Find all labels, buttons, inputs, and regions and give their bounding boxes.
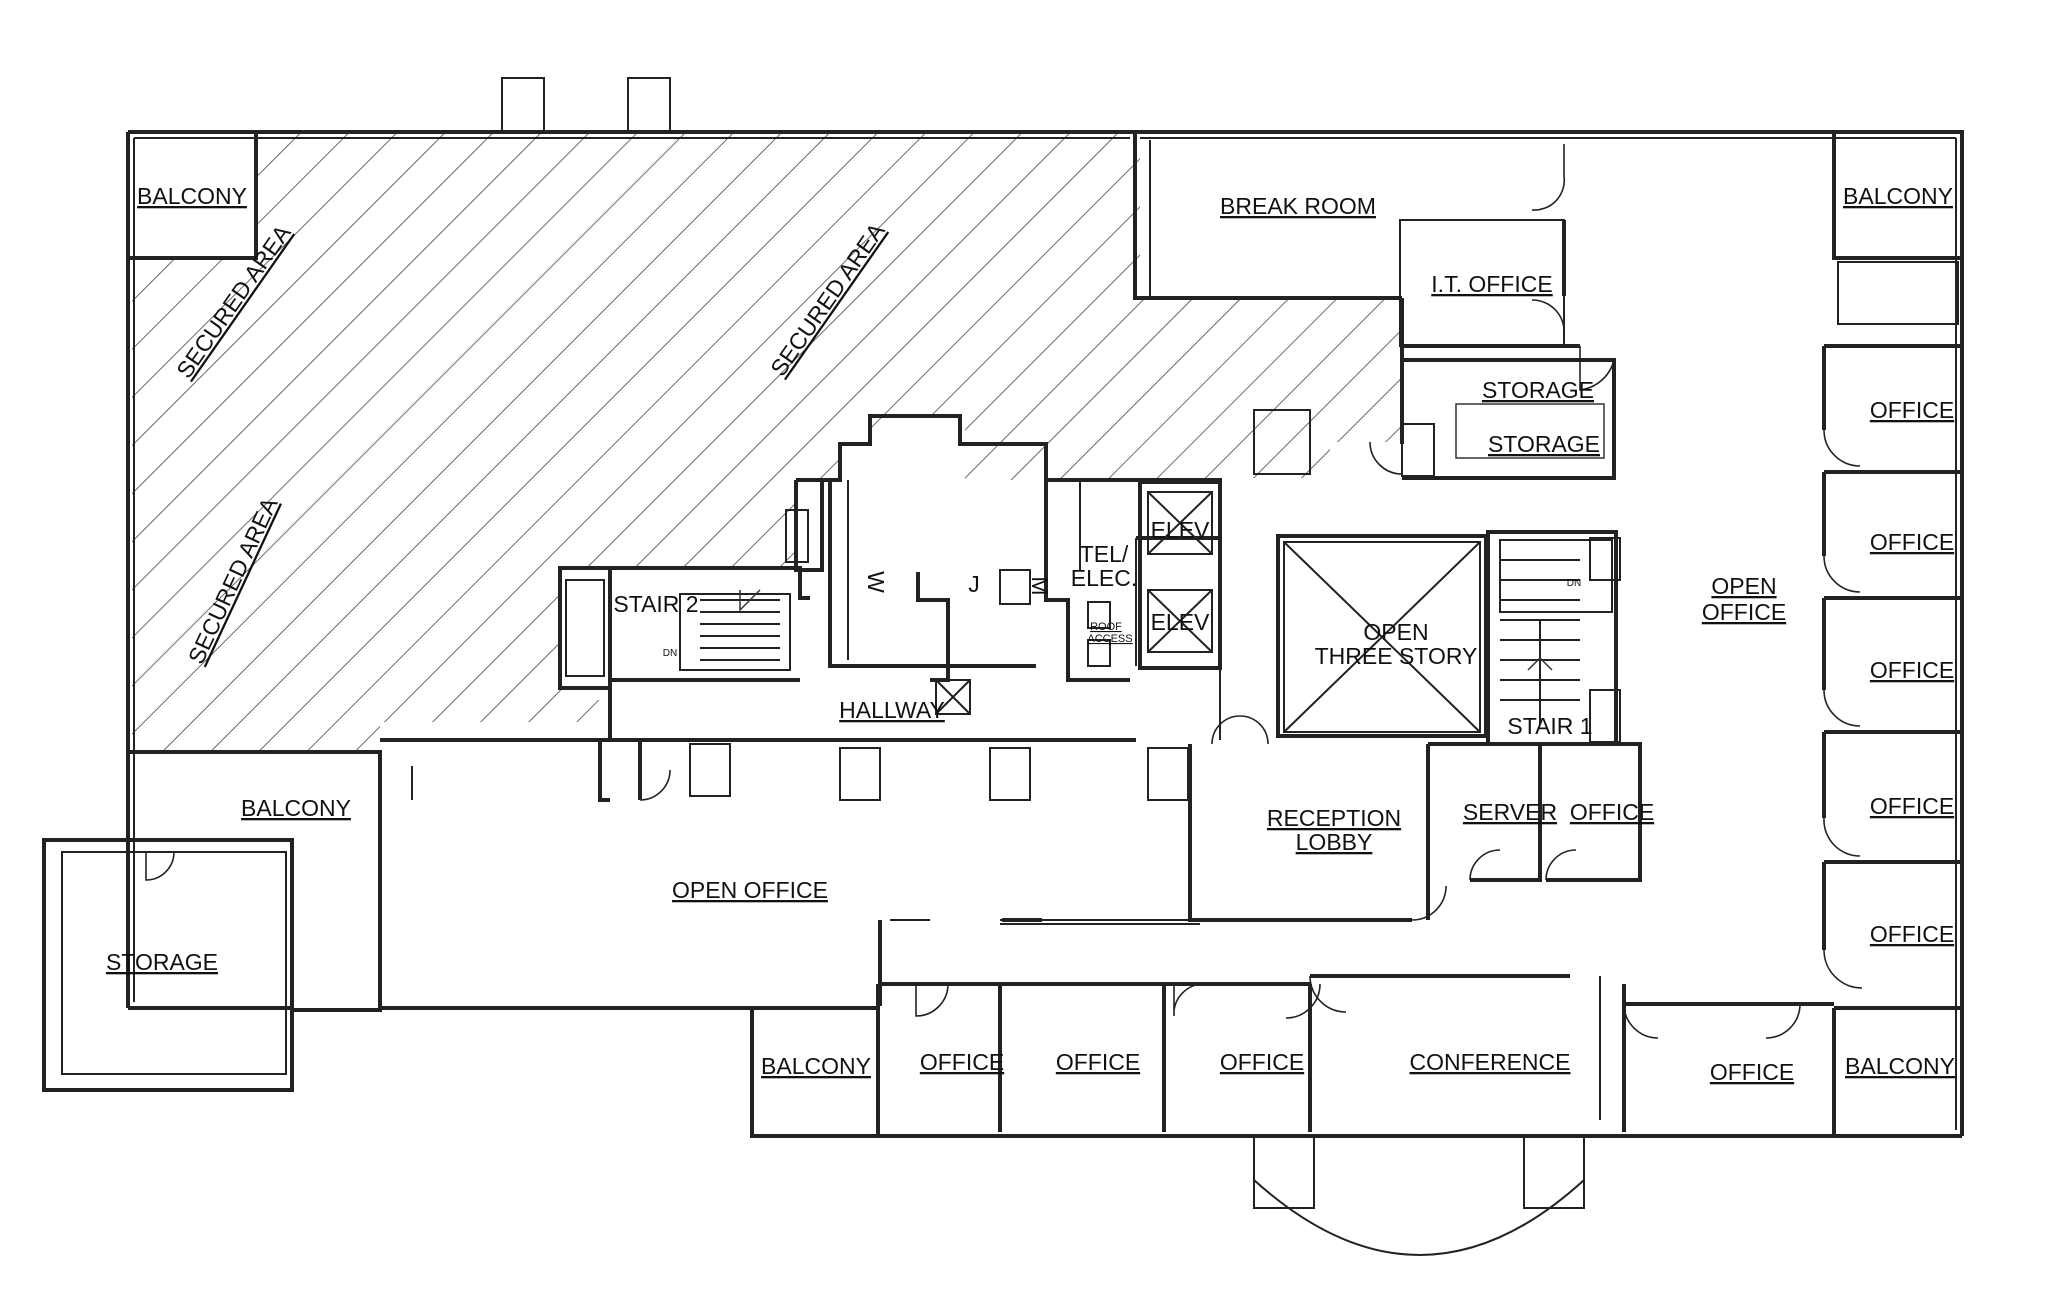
balcony-w-label: BALCONY (241, 795, 351, 821)
stair-1-label: STAIR 1 (1507, 713, 1592, 739)
east-offices (1822, 261, 1962, 989)
office-e3-label: OFFICE (1870, 657, 1954, 683)
storage-west-outline (42, 838, 294, 1092)
elevator-2-label: ELEV (1151, 609, 1210, 635)
balcony-sw-label: BALCONY (761, 1053, 871, 1079)
balcony-ne-label: BALCONY (1843, 183, 1953, 209)
reception-label-1: RECEPTION (1267, 805, 1401, 831)
tel-elec-label-2: ELEC. (1071, 565, 1137, 591)
elevator-1-label: ELEV (1151, 517, 1210, 543)
storage-label-1: STORAGE (1482, 377, 1594, 403)
balcony-nw-label: BALCONY (137, 183, 247, 209)
balcony-se-label: BALCONY (1845, 1053, 1955, 1079)
office-s1-label: OFFICE (920, 1049, 1004, 1075)
office-s3-label: OFFICE (1220, 1049, 1304, 1075)
building-core (558, 414, 1621, 746)
stair-2-dn-label: DN (663, 648, 677, 659)
open-office-west-label: OPEN OFFICE (672, 877, 828, 903)
womens-restroom-label: W (863, 571, 889, 593)
office-mid-label: OFFICE (1570, 799, 1654, 825)
north-rooms (1133, 140, 1616, 480)
storage-west-label: STORAGE (106, 949, 218, 975)
office-e1-label: OFFICE (1870, 397, 1954, 423)
south-offices (876, 974, 1834, 1136)
mens-restroom-label: M (1027, 576, 1053, 595)
office-s4-label: OFFICE (1710, 1059, 1794, 1085)
reception-label-2: LOBBY (1296, 829, 1373, 855)
it-office-label: I.T. OFFICE (1431, 271, 1552, 297)
stair-1-dn-label: DN (1567, 578, 1581, 589)
conference-label: CONFERENCE (1409, 1049, 1570, 1075)
secured-area-hatch (132, 134, 1402, 752)
office-e2-label: OFFICE (1870, 529, 1954, 555)
open-office-east-label-2: OFFICE (1702, 599, 1786, 625)
storage-label-2: STORAGE (1488, 431, 1600, 457)
tel-elec-label-1: TEL/ (1080, 541, 1129, 567)
reception-block (1188, 742, 1642, 922)
west-open-office-walls (378, 738, 1200, 1008)
janitor-label: J (968, 571, 980, 597)
server-label: SERVER (1463, 799, 1557, 825)
roof-access-label-2: ACCESS (1087, 633, 1132, 645)
break-room-label: BREAK ROOM (1220, 193, 1376, 219)
office-e5-label: OFFICE (1870, 921, 1954, 947)
stair-2-label: STAIR 2 (613, 591, 698, 617)
office-e4-label: OFFICE (1870, 793, 1954, 819)
open-office-east-label-1: OPEN (1711, 573, 1776, 599)
open-three-story-label-1: OPEN (1363, 619, 1428, 645)
open-three-story-label-2: THREE STORY (1315, 643, 1478, 669)
office-s2-label: OFFICE (1056, 1049, 1140, 1075)
hallway-label: HALLWAY (839, 697, 945, 723)
roof-access-label-1: ROOF (1090, 621, 1122, 633)
